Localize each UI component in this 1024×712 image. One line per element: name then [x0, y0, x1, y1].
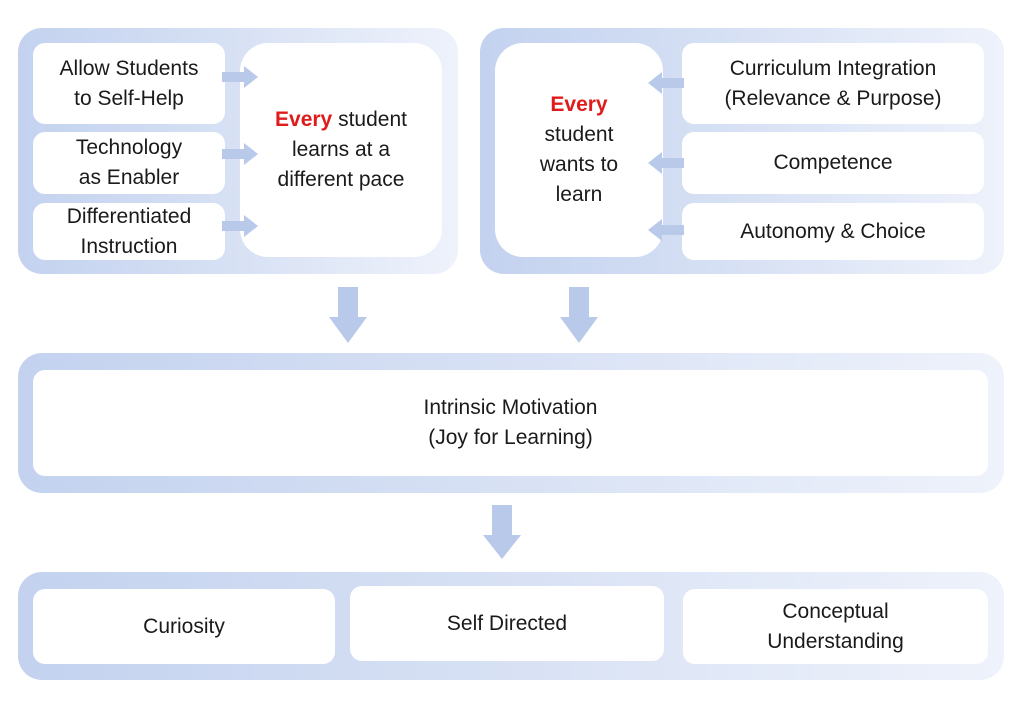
down-arrow-icon	[329, 287, 367, 343]
left-arrow-icon	[648, 152, 684, 174]
right-arrow-icon	[222, 66, 258, 88]
right-center-line4: learn	[555, 183, 603, 206]
left-input-technology-line2: as Enabler	[78, 166, 180, 189]
left-input-differentiated-line1: Differentiated	[66, 204, 192, 228]
left-arrow-icon	[648, 72, 684, 94]
left-input-self-help: Allow Students to Self-Help	[33, 43, 225, 124]
intrinsic-motivation-line2: (Joy for Learning)	[428, 426, 593, 449]
left-center-line2: learns at a	[291, 138, 391, 161]
right-arrow-icon	[222, 215, 258, 237]
right-every-highlight: Every	[550, 93, 608, 116]
right-center-line2: student	[544, 123, 614, 146]
outcome-self-directed-label: Self Directed	[446, 611, 568, 635]
right-input-competence: Competence	[682, 132, 984, 194]
right-input-curriculum: Curriculum Integration (Relevance & Purpo…	[682, 43, 984, 124]
left-input-technology-line1: Technology	[75, 136, 183, 159]
left-input-self-help-line1: Allow Students	[59, 56, 199, 80]
left-input-self-help-line2: to Self-Help	[74, 86, 184, 110]
right-input-autonomy-label: Autonomy & Choice	[740, 219, 926, 243]
left-every-highlight: Every	[275, 108, 333, 131]
down-arrow-icon	[560, 287, 598, 343]
right-input-competence-label: Competence	[773, 151, 893, 174]
intrinsic-motivation-box: Intrinsic Motivation (Joy for Learning)	[33, 370, 988, 476]
left-center-line1-rest: student	[332, 108, 407, 131]
outcome-curiosity-label: Curiosity	[143, 614, 225, 638]
left-center-line3: different pace	[277, 168, 405, 191]
left-center-line1: Every student	[275, 105, 407, 135]
left-arrow-icon	[648, 219, 684, 241]
outcome-conceptual-line2: Understanding	[767, 629, 904, 653]
right-input-curriculum-line2: (Relevance & Purpose)	[724, 86, 942, 110]
outcome-conceptual-line1: Conceptual	[782, 599, 889, 623]
intrinsic-motivation-line1: Intrinsic Motivation	[423, 396, 598, 419]
down-arrow-icon	[483, 505, 521, 559]
right-arrow-icon	[222, 143, 258, 165]
right-input-curriculum-line1: Curriculum Integration	[729, 56, 937, 80]
left-input-differentiated-line2: Instruction	[80, 234, 178, 258]
outcome-self-directed: Self Directed	[350, 586, 664, 661]
outcome-curiosity: Curiosity	[33, 589, 335, 664]
right-center-line3: wants to	[539, 153, 619, 176]
right-center-box: Every student wants to learn	[495, 43, 663, 257]
left-input-technology: Technology as Enabler	[33, 132, 225, 194]
right-input-autonomy: Autonomy & Choice	[682, 203, 984, 260]
left-center-box: Every student learns at a different pace	[240, 43, 442, 257]
